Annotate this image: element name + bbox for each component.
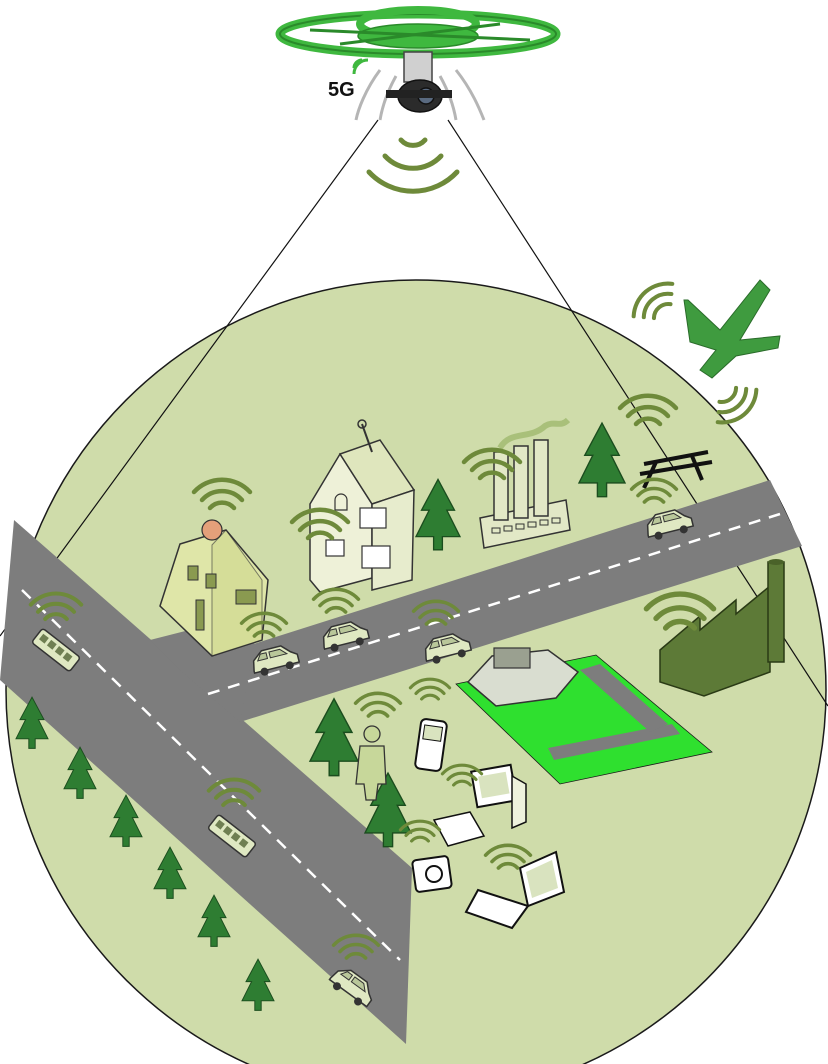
- road-network: [0, 480, 802, 1044]
- industrial-plant-icon: [464, 417, 571, 549]
- keyboard-icon: [432, 811, 486, 847]
- 5g-badge: 5G: [328, 79, 355, 101]
- main-road: [178, 480, 802, 722]
- diagonal-road: [0, 520, 412, 1044]
- house-icon: [292, 419, 416, 593]
- quadcopter-drone: 5G: [275, 6, 561, 194]
- picnic-table-icon: [620, 396, 713, 489]
- lane-marking: [21, 589, 401, 961]
- desktop-computer-icon: [432, 763, 527, 847]
- laptop-icon: [464, 843, 566, 930]
- camera-icon: [398, 819, 453, 893]
- airplane-icon: [627, 275, 781, 430]
- coverage-cone-left-edge: [0, 119, 379, 637]
- signal-strength-icon: [352, 58, 369, 75]
- person-icon: [353, 691, 403, 801]
- lane-marking: [207, 512, 781, 696]
- mobile-phone-icon: [408, 677, 452, 772]
- airfield: [455, 647, 713, 785]
- factory-icon: [646, 559, 785, 697]
